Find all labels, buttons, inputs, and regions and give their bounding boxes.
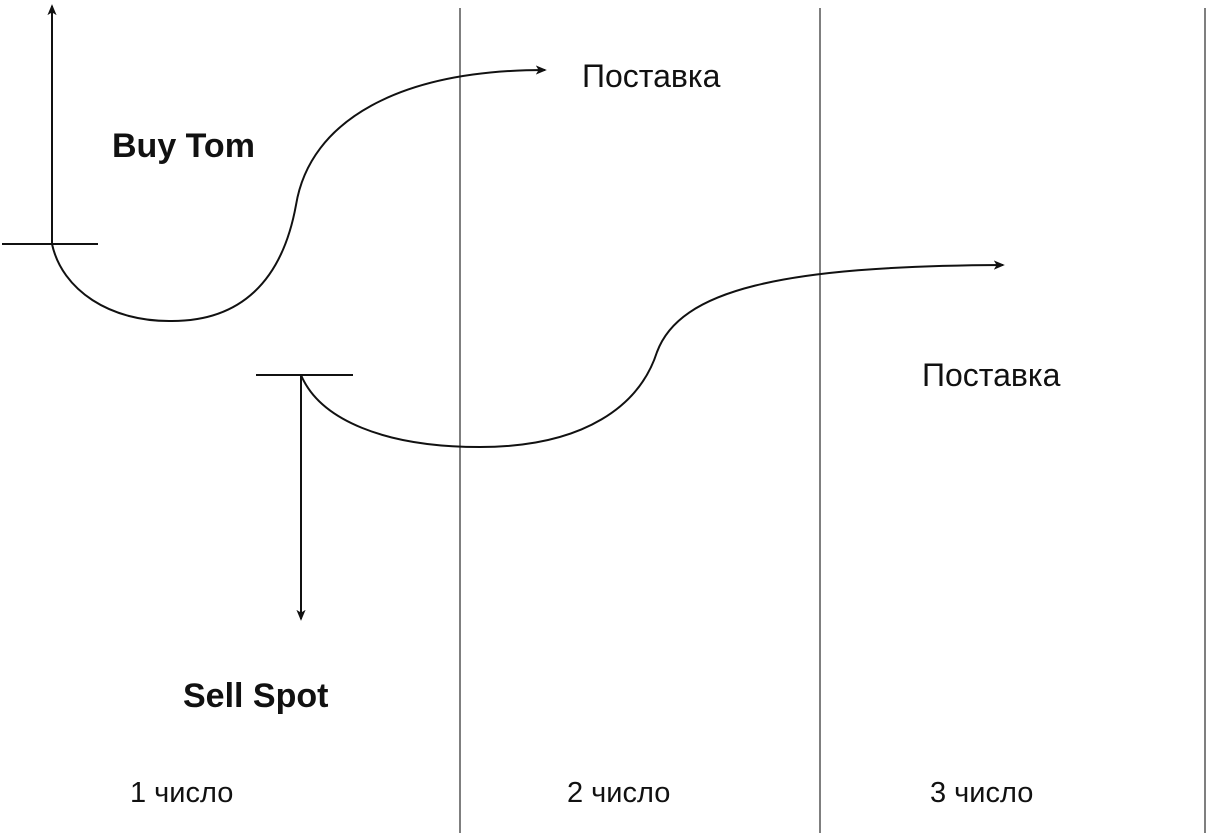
day-3-label: 3 число <box>930 777 1033 809</box>
sell-delivery-curve <box>300 260 1005 449</box>
day-2-label: 2 число <box>567 777 670 809</box>
delivery-label-bottom: Поставка <box>922 357 1061 393</box>
buy-tom-label: Buy Tom <box>112 127 255 165</box>
buy-delivery-curve <box>51 65 547 323</box>
day-1-label: 1 число <box>130 777 233 809</box>
sell-spot-label: Sell Spot <box>183 677 328 715</box>
delivery-label-top: Поставка <box>582 58 721 94</box>
